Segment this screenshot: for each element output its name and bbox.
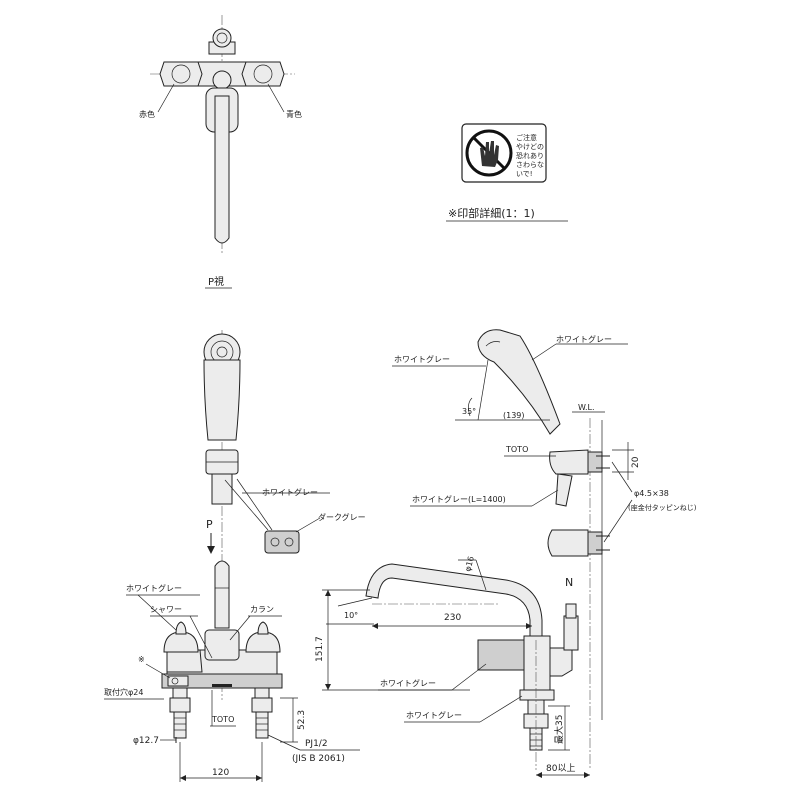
red-color-label: 赤色 [139, 109, 155, 119]
screw-note: (座金付タッピンねじ) [628, 503, 697, 512]
top-view: 赤色 青色 P視 [139, 15, 302, 289]
angle-10: 10° [344, 611, 358, 620]
blue-handle-top [241, 61, 285, 87]
dim-80-min: 80以上 [546, 763, 575, 774]
toto-label-side: TOTO [505, 445, 528, 454]
caution-line-3: 恐れあり [516, 152, 544, 160]
shower-label: シャワー [150, 605, 182, 614]
dim-52-3: 52.3 [297, 710, 307, 730]
caution-caption: ※印部詳細(1：1) [448, 206, 535, 220]
caution-line-2: やけどの [516, 143, 544, 151]
p-view-marker: P [206, 518, 213, 531]
white-gray-label-left: ホワイトグレー [394, 354, 450, 364]
caution-line-5: いで! [516, 170, 533, 178]
side-view: W.L. 35° (139) TOTO [315, 329, 697, 778]
collar-label: カラン [250, 605, 274, 614]
view-p-label: P視 [208, 275, 224, 288]
hose-label: ホワイトグレー(L=1400) [412, 494, 506, 504]
hand-icon [480, 141, 499, 167]
angle-35: 35° [462, 407, 476, 416]
toto-label-front: TOTO [211, 715, 234, 724]
dark-gray-label: ダークグレー [318, 512, 366, 522]
white-gray-label-handle: ホワイトグレー [126, 583, 182, 593]
water-level-label: W.L. [578, 403, 595, 412]
caution-line-1: ご注意 [516, 133, 537, 142]
mount-hole-label: 取付穴φ24 [104, 687, 143, 697]
faucet-body-front [161, 621, 283, 689]
shower-holder-side [547, 449, 610, 557]
dim-151-7: 151.7 [315, 636, 325, 662]
caution-mark-label: ※ [138, 655, 145, 664]
screw-label: φ4.5×38 [634, 489, 669, 498]
dim-139: (139) [503, 411, 525, 420]
white-gray-label-base: ホワイトグレー [406, 710, 462, 720]
dim-230: 230 [444, 613, 461, 623]
n-label: N [565, 576, 573, 589]
hand-shower-side [477, 329, 561, 435]
white-gray-label-body: ホワイトグレー [380, 678, 436, 688]
supply-pipes-front [169, 687, 273, 739]
white-gray-label-top: ホワイトグレー [556, 334, 612, 344]
dim-max-35: 最大35 [553, 715, 565, 744]
dim-pipe-dia: φ12.7 [133, 736, 159, 746]
hand-shower [203, 333, 241, 441]
white-gray-label-shower: ホワイトグレー [262, 487, 318, 497]
pj-thread-label: PJ1/2 [305, 739, 328, 749]
dim-120: 120 [212, 768, 229, 778]
dim-16: φ16 [463, 555, 476, 572]
spout-side [365, 563, 543, 641]
blue-color-label: 青色 [286, 109, 302, 119]
dark-gray-bracket [264, 530, 300, 554]
caution-line-4: さわらな [516, 161, 544, 169]
jis-label: (JIS B 2061) [292, 754, 345, 764]
red-handle-top [159, 61, 203, 87]
dim-20: 20 [631, 456, 641, 468]
front-view: ホワイトグレー ダークグレー P [104, 330, 366, 782]
caution-label: ご注意 やけどの 恐れあり さわらな いで! ※印部詳細(1：1) [446, 123, 568, 222]
